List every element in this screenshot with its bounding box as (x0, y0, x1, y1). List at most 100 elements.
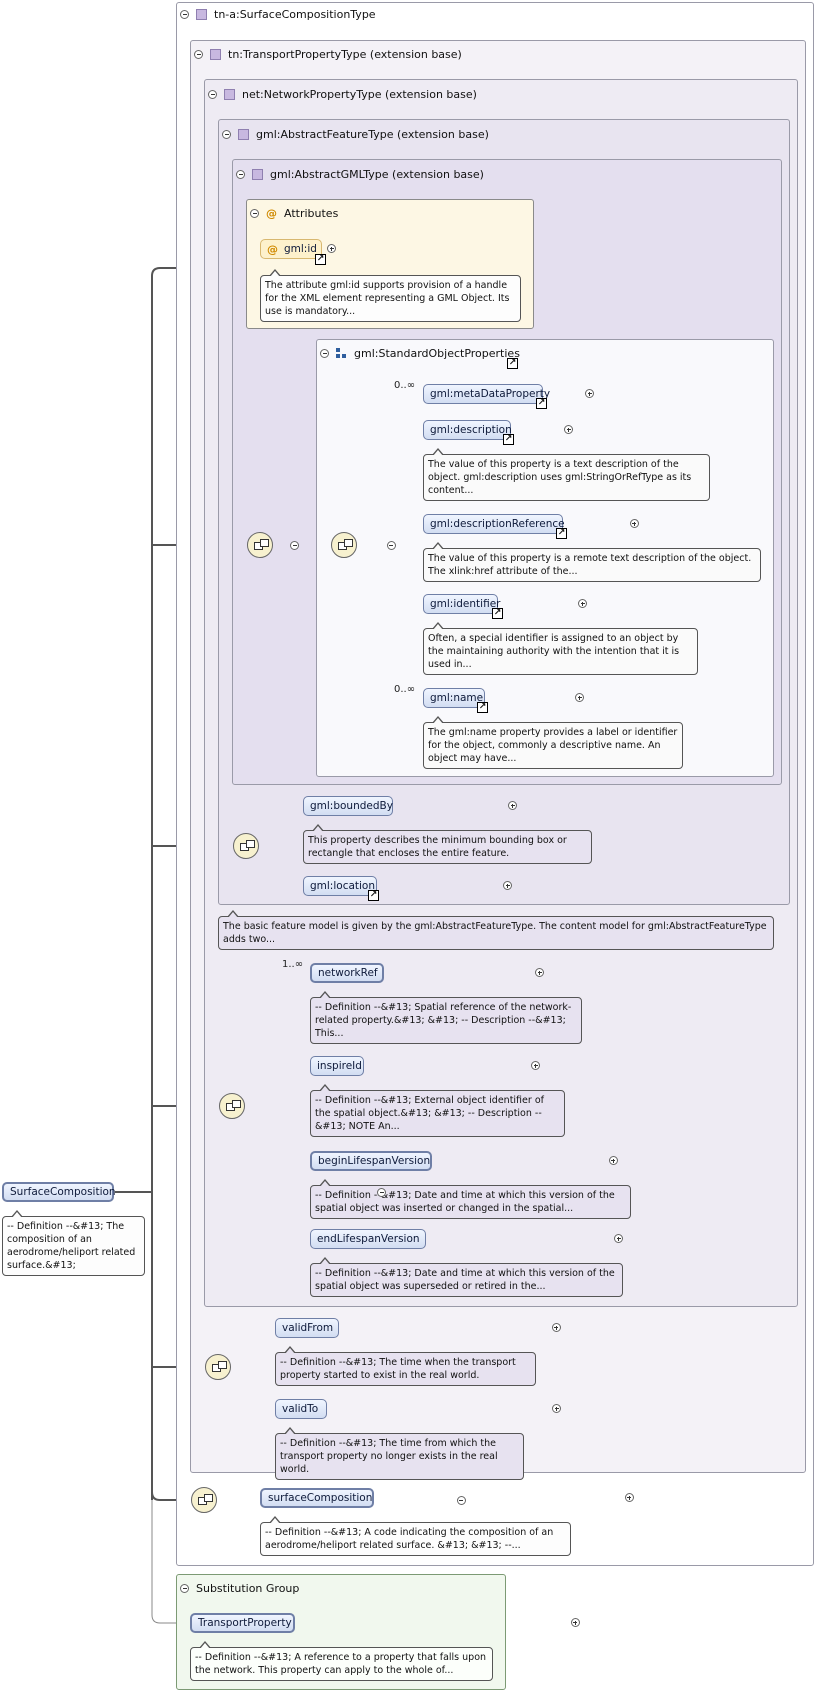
complex-type-icon (224, 89, 235, 100)
expand-icon[interactable] (503, 881, 513, 890)
link-icon[interactable]: ↗ (536, 398, 547, 409)
multiplicity-label: 0..∞ (394, 380, 416, 391)
gml-boundedby-doc: This property describes the minimum boun… (303, 824, 592, 864)
beginlifespanversion-element[interactable]: beginLifespanVersion (310, 1151, 432, 1171)
ext3-title: gml:AbstractFeatureType (extension base) (256, 128, 489, 141)
expand-icon[interactable] (608, 1156, 618, 1165)
gml-description-element[interactable]: gml:description (423, 420, 512, 440)
expand-icon[interactable] (570, 1618, 580, 1627)
gml-name-element[interactable]: gml:name (423, 688, 485, 708)
collapse-icon[interactable] (222, 130, 231, 139)
root-surfacecomposition-element[interactable]: SurfaceComposition (2, 1182, 116, 1202)
element-label: surfaceComposition (268, 1492, 373, 1504)
collapse-icon[interactable] (180, 10, 189, 19)
element-label: gml:identifier (430, 598, 501, 610)
element-label: endLifespanVersion (317, 1233, 420, 1245)
element-label: gml:descriptionReference (430, 518, 565, 530)
type-title: tn-a:SurfaceCompositionType (214, 8, 376, 21)
validto-element[interactable]: validTo (275, 1399, 327, 1419)
expand-icon[interactable] (552, 1404, 562, 1413)
endlifespanversion-doc: -- Definition --&#13; Date and time at w… (310, 1257, 623, 1297)
expand-icon[interactable] (535, 968, 545, 977)
sequence-icon[interactable] (331, 532, 357, 558)
collapse-icon[interactable] (180, 1584, 189, 1593)
transportproperty-element[interactable]: TransportProperty (190, 1613, 295, 1633)
std-props-title: gml:StandardObjectProperties (354, 347, 520, 360)
gml-descriptionreference-element[interactable]: gml:descriptionReference (423, 514, 565, 534)
expand-icon[interactable] (575, 693, 585, 702)
complex-type-icon (210, 49, 221, 60)
substitution-group-header: Substitution Group (180, 1582, 299, 1595)
multiplicity-label: 1..∞ (282, 959, 304, 970)
networkref-doc: -- Definition --&#13; Spatial reference … (310, 991, 582, 1044)
element-label: validTo (282, 1403, 319, 1415)
surfacecomposition-element[interactable]: surfaceComposition (260, 1488, 374, 1508)
expand-icon[interactable] (508, 801, 518, 810)
complex-type-icon (196, 9, 207, 20)
element-label: gml:boundedBy (310, 800, 393, 812)
element-label: SurfaceComposition (10, 1186, 116, 1198)
collapse-icon[interactable] (320, 349, 329, 358)
gml-location-element[interactable]: gml:location (303, 876, 377, 896)
expand-icon[interactable] (551, 1323, 561, 1332)
gml-id-attribute[interactable]: @ gml:id (260, 239, 322, 259)
ext2-title: net:NetworkPropertyType (extension base) (242, 88, 477, 101)
expand-icon[interactable] (629, 519, 639, 528)
sequence-icon[interactable] (205, 1354, 231, 1380)
sequence-icon[interactable] (191, 1487, 217, 1513)
expand-icon[interactable] (327, 244, 336, 253)
collapse-icon[interactable] (456, 1496, 466, 1505)
collapse-icon[interactable] (236, 170, 245, 179)
collapse-icon[interactable] (290, 541, 300, 550)
endlifespanversion-element[interactable]: endLifespanVersion (310, 1229, 426, 1249)
networkref-element[interactable]: networkRef (310, 963, 384, 983)
element-label: inspireId (317, 1060, 362, 1072)
expand-icon[interactable] (585, 389, 595, 398)
gml-description-doc: The value of this property is a text des… (423, 448, 710, 501)
link-icon[interactable]: ↗ (503, 434, 514, 445)
link-icon[interactable]: ↗ (556, 528, 567, 539)
sequence-icon[interactable] (233, 833, 259, 859)
gml-boundedby-element[interactable]: gml:boundedBy (303, 796, 393, 816)
link-icon[interactable]: ↗ (492, 608, 503, 619)
gml-identifier-element[interactable]: gml:identifier (423, 594, 501, 614)
gml-id-label: gml:id (284, 243, 317, 255)
expand-icon[interactable] (531, 1061, 541, 1070)
collapse-icon[interactable] (386, 541, 396, 550)
gml-metadataproperty-element[interactable]: gml:metaDataProperty (423, 384, 550, 404)
expand-icon[interactable] (564, 425, 574, 434)
abstract-gml-type-header: gml:AbstractGMLType (extension base) (236, 168, 484, 181)
expand-icon[interactable] (614, 1234, 624, 1243)
gml-id-doc: The attribute gml:id supports provision … (260, 269, 521, 322)
expand-icon[interactable] (624, 1493, 634, 1502)
sequence-icon[interactable] (219, 1093, 245, 1119)
expand-icon[interactable] (578, 599, 588, 608)
link-icon[interactable]: ↗ (477, 702, 488, 713)
collapse-icon[interactable] (377, 1188, 387, 1197)
type-header: tn-a:SurfaceCompositionType (180, 8, 376, 21)
inspireid-element[interactable]: inspireId (310, 1056, 364, 1076)
attribute-icon: @ (266, 207, 277, 220)
abstract-feature-doc: The basic feature model is given by the … (218, 910, 774, 950)
validfrom-doc: -- Definition --&#13; The time when the … (275, 1346, 536, 1386)
link-icon[interactable]: ↗ (368, 890, 379, 901)
surfacecomposition-doc: -- Definition --&#13; A code indicating … (260, 1516, 571, 1556)
element-label: gml:metaDataProperty (430, 388, 551, 400)
transportproperty-doc: -- Definition --&#13; A reference to a p… (190, 1641, 493, 1681)
beginlifespanversion-doc: -- Definition --&#13; Date and time at w… (310, 1179, 631, 1219)
ext1-title: tn:TransportPropertyType (extension base… (228, 48, 462, 61)
link-icon[interactable]: ↗ (507, 358, 518, 369)
element-label: gml:location (310, 880, 376, 892)
element-label: gml:name (430, 692, 484, 704)
element-label: validFrom (282, 1322, 334, 1334)
element-label: beginLifespanVersion (318, 1155, 431, 1167)
link-icon[interactable]: ↗ (315, 254, 326, 265)
collapse-icon[interactable] (194, 50, 203, 59)
transport-property-type-header: tn:TransportPropertyType (extension base… (194, 48, 462, 61)
collapse-icon[interactable] (208, 90, 217, 99)
element-label: gml:description (430, 424, 512, 436)
validfrom-element[interactable]: validFrom (275, 1318, 339, 1338)
collapse-icon[interactable] (250, 209, 259, 218)
sequence-icon[interactable] (247, 532, 273, 558)
validto-doc: -- Definition --&#13; The time from whic… (275, 1427, 524, 1480)
